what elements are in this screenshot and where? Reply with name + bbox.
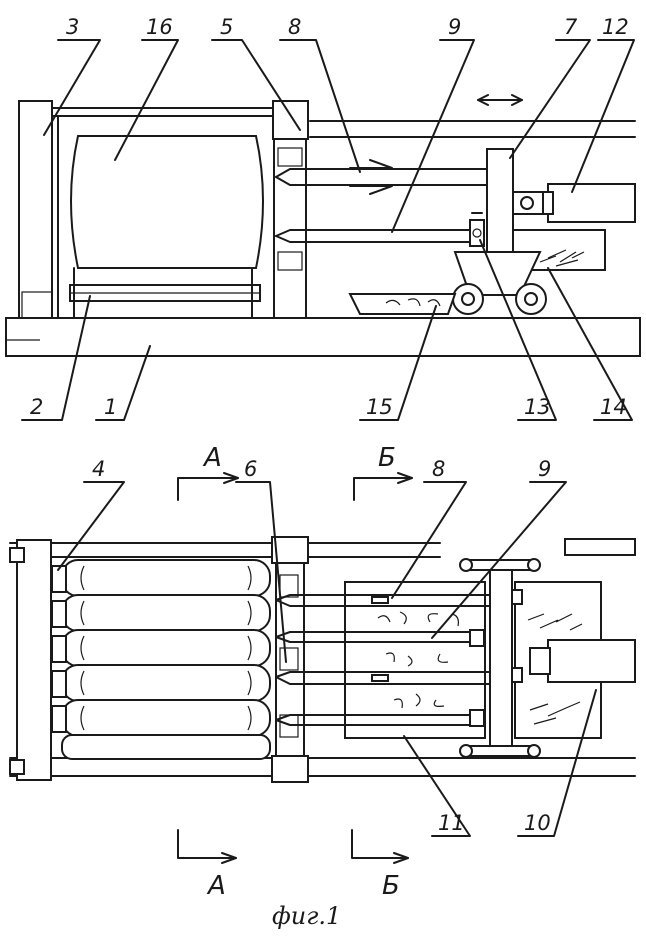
cylinder bbox=[548, 184, 635, 222]
label-16: 16 bbox=[146, 15, 173, 39]
bale-stack bbox=[52, 560, 270, 759]
label-1: 1 bbox=[104, 395, 117, 419]
label-7: 7 bbox=[564, 15, 578, 39]
bale bbox=[71, 136, 263, 268]
left-frame bbox=[17, 540, 51, 780]
label-12: 12 bbox=[602, 15, 629, 39]
carriage bbox=[487, 149, 513, 252]
label-14: 14 bbox=[600, 395, 627, 419]
section-b-top: Б bbox=[378, 443, 396, 473]
section-a-top: А bbox=[202, 443, 222, 473]
label-9: 9 bbox=[448, 15, 461, 39]
label-5: 5 bbox=[220, 15, 233, 39]
plan-cylinder bbox=[548, 640, 635, 682]
label-4: 4 bbox=[92, 457, 105, 481]
base-frame bbox=[6, 318, 640, 356]
left-post bbox=[19, 101, 52, 318]
label-10: 10 bbox=[524, 811, 551, 835]
label-9b: 9 bbox=[538, 457, 551, 481]
label-3: 3 bbox=[66, 15, 79, 39]
plan-carriage bbox=[490, 568, 512, 754]
label-6: 6 bbox=[244, 457, 257, 481]
figure-caption: фиг.1 bbox=[272, 902, 341, 930]
label-8: 8 bbox=[288, 15, 301, 39]
plan-view bbox=[10, 537, 635, 782]
label-11: 11 bbox=[438, 811, 465, 835]
middle-post bbox=[273, 101, 308, 139]
section-b-bottom: Б bbox=[382, 871, 400, 901]
label-15: 15 bbox=[366, 395, 393, 419]
label-8b: 8 bbox=[432, 457, 445, 481]
label-2: 2 bbox=[30, 395, 43, 419]
side-view bbox=[6, 95, 640, 356]
label-13: 13 bbox=[524, 395, 551, 419]
section-a-bottom: А bbox=[206, 871, 226, 901]
